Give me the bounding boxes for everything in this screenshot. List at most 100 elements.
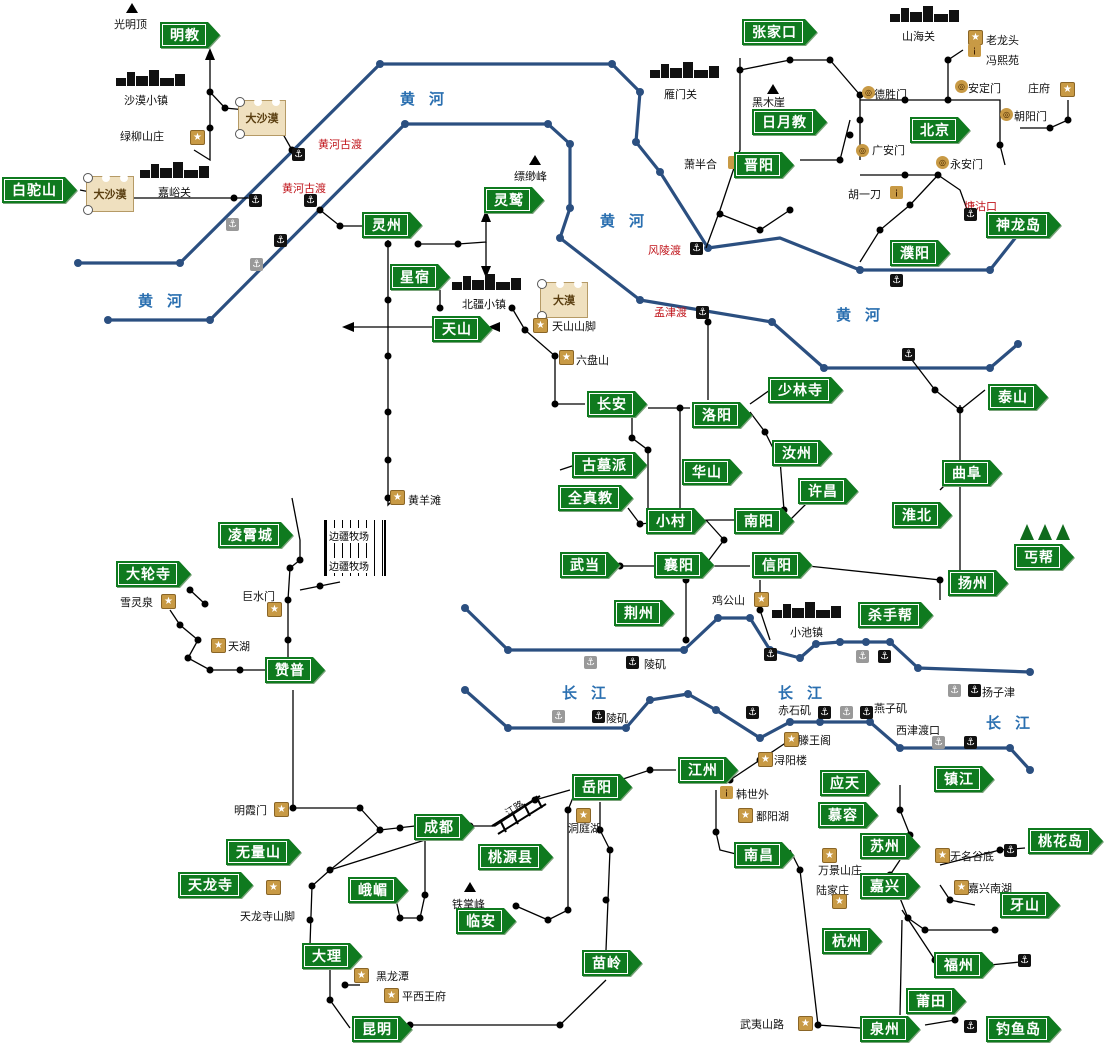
city-taoyuanxian[interactable]: 桃源县 [478, 844, 553, 870]
city-shashoubang[interactable]: 杀手帮 [858, 602, 933, 628]
city-luoyang[interactable]: 洛阳 [692, 402, 752, 428]
city-xingxiu[interactable]: 星宿 [390, 264, 450, 290]
city-jinyang[interactable]: 晋阳 [734, 152, 794, 178]
city-jiaxing[interactable]: 嘉兴 [860, 873, 920, 899]
city-shenlongdao[interactable]: 神龙岛 [986, 212, 1061, 238]
city-yashan[interactable]: 牙山 [1000, 892, 1060, 918]
city-fuzhou[interactable]: 福州 [934, 952, 994, 978]
city-shaolinsi[interactable]: 少林寺 [768, 377, 843, 403]
label-piaomiaofeng: 缥缈峰 [514, 170, 547, 183]
label-wuyishanlu: 武夷山路 [740, 1018, 784, 1031]
city-wudang[interactable]: 武当 [560, 552, 620, 578]
city-putian[interactable]: 莆田 [906, 988, 966, 1014]
city-xinyang[interactable]: 信阳 [752, 552, 812, 578]
city-quanzhou[interactable]: 泉州 [860, 1016, 920, 1042]
city-xuchang[interactable]: 许昌 [798, 478, 858, 504]
star-icon: ★ [354, 968, 369, 983]
city-mingjiao[interactable]: 明教 [160, 22, 220, 48]
city-yueyang[interactable]: 岳阳 [572, 774, 632, 800]
city-label: 信阳 [752, 552, 800, 578]
city-xiaocun[interactable]: 小村 [646, 508, 706, 534]
city-emei[interactable]: 峨嵋 [348, 877, 408, 903]
city-hangzhou[interactable]: 杭州 [822, 928, 882, 954]
city-label: 星宿 [390, 264, 438, 290]
city-label: 荆州 [614, 600, 662, 626]
city-label: 福州 [934, 952, 982, 978]
city-taohuadao[interactable]: 桃花岛 [1028, 828, 1103, 854]
label-chaoyangmen: 朝阳门 [1014, 110, 1047, 123]
city-skyline-icon [890, 4, 959, 22]
city-beijing[interactable]: 北京 [910, 117, 970, 143]
label-lingji: 陵矶 [644, 658, 666, 671]
label-yanziji: 燕子矶 [874, 702, 907, 715]
city-label: 北京 [910, 117, 958, 143]
anchor-icon: ⚓ [890, 274, 903, 287]
star-icon: ★ [758, 752, 773, 767]
city-chengdu[interactable]: 成都 [414, 814, 474, 840]
city-label: 无量山 [226, 839, 289, 865]
city-label: 天龙寺 [178, 872, 241, 898]
city-label: 岳阳 [572, 774, 620, 800]
river-label-changjiang-1: 长江 [562, 684, 621, 702]
label-guangmingding: 光明顶 [114, 18, 147, 31]
city-puyang[interactable]: 濮阳 [890, 240, 950, 266]
city-lingzhou[interactable]: 灵州 [362, 212, 422, 238]
ferry-label-huanghegudu-2: 黄河古渡 [282, 182, 326, 195]
city-zanpu[interactable]: 赞普 [265, 657, 325, 683]
city-xiangyang[interactable]: 襄阳 [654, 552, 714, 578]
city-linan[interactable]: 临安 [456, 908, 516, 934]
city-tuotuoshan[interactable]: 白驼山 [2, 177, 77, 203]
city-lingjiu[interactable]: 灵鹫 [484, 187, 544, 213]
label-dongtinghu: 洞庭湖 [568, 822, 601, 835]
city-dali[interactable]: 大理 [302, 943, 362, 969]
city-taishan[interactable]: 泰山 [988, 384, 1048, 410]
city-label: 小村 [646, 508, 694, 534]
city-diaoyudao[interactable]: 钓鱼岛 [986, 1016, 1061, 1042]
city-suzhou[interactable]: 苏州 [860, 833, 920, 859]
city-yangzhou[interactable]: 扬州 [948, 570, 1008, 596]
desert-tile: 大沙漠 [235, 97, 286, 139]
star-icon: ★ [161, 594, 176, 609]
city-jiangzhou[interactable]: 江州 [678, 757, 738, 783]
mountain-peak-icon [529, 155, 541, 165]
city-tianlongsi[interactable]: 天龙寺 [178, 872, 253, 898]
city-dalunsi[interactable]: 大轮寺 [116, 561, 191, 587]
label-beijiangxiaozhen: 北疆小镇 [462, 298, 506, 311]
anchor-icon: ⚓ [250, 258, 263, 271]
city-quanzhenjiao[interactable]: 全真教 [558, 485, 633, 511]
city-changan[interactable]: 长安 [587, 391, 647, 417]
city-label: 扬州 [948, 570, 996, 596]
city-lingxiaocheng[interactable]: 凌霄城 [218, 522, 293, 548]
star-icon: ★ [533, 318, 548, 333]
city-gumupai[interactable]: 古墓派 [572, 452, 647, 478]
city-miaoling[interactable]: 苗岭 [582, 950, 642, 976]
city-huaibei[interactable]: 淮北 [892, 502, 952, 528]
city-qufu[interactable]: 曲阜 [942, 460, 1002, 486]
pasture-fence: 边疆牧场 边疆牧场 [324, 520, 386, 576]
city-jingzhou[interactable]: 荆州 [614, 600, 674, 626]
pine-tree-icon [1056, 524, 1070, 540]
city-label: 临安 [456, 908, 504, 934]
city-huashan[interactable]: 华山 [682, 459, 742, 485]
city-ruzhou[interactable]: 汝州 [772, 440, 832, 466]
city-nanchang[interactable]: 南昌 [734, 842, 794, 868]
city-label: 灵州 [362, 212, 410, 238]
city-murongjia[interactable]: 慕容 [818, 802, 878, 828]
bridge [491, 795, 547, 835]
city-label: 凌霄城 [218, 522, 281, 548]
city-tianshan[interactable]: 天山 [432, 316, 492, 342]
city-riyuejiao[interactable]: 日月教 [752, 109, 827, 135]
city-zhenjiang[interactable]: 镇江 [934, 766, 994, 792]
pasture-label: 边疆牧场 [328, 528, 370, 543]
city-yingtian[interactable]: 应天 [820, 770, 880, 796]
star-icon: ★ [822, 848, 837, 863]
city-wuliangshan[interactable]: 无量山 [226, 839, 301, 865]
city-nanyang[interactable]: 南阳 [734, 508, 794, 534]
anchor-icon: ⚓ [932, 736, 945, 749]
label-lujiazhuang: 陆家庄 [816, 884, 849, 897]
city-zhangjiakou[interactable]: 张家口 [742, 19, 817, 45]
label-chishiji: 赤石矶 [778, 704, 811, 717]
torch-icon: ¡ [720, 786, 733, 799]
city-gaibang[interactable]: 丐帮 [1014, 544, 1074, 570]
city-kunming[interactable]: 昆明 [352, 1016, 412, 1042]
